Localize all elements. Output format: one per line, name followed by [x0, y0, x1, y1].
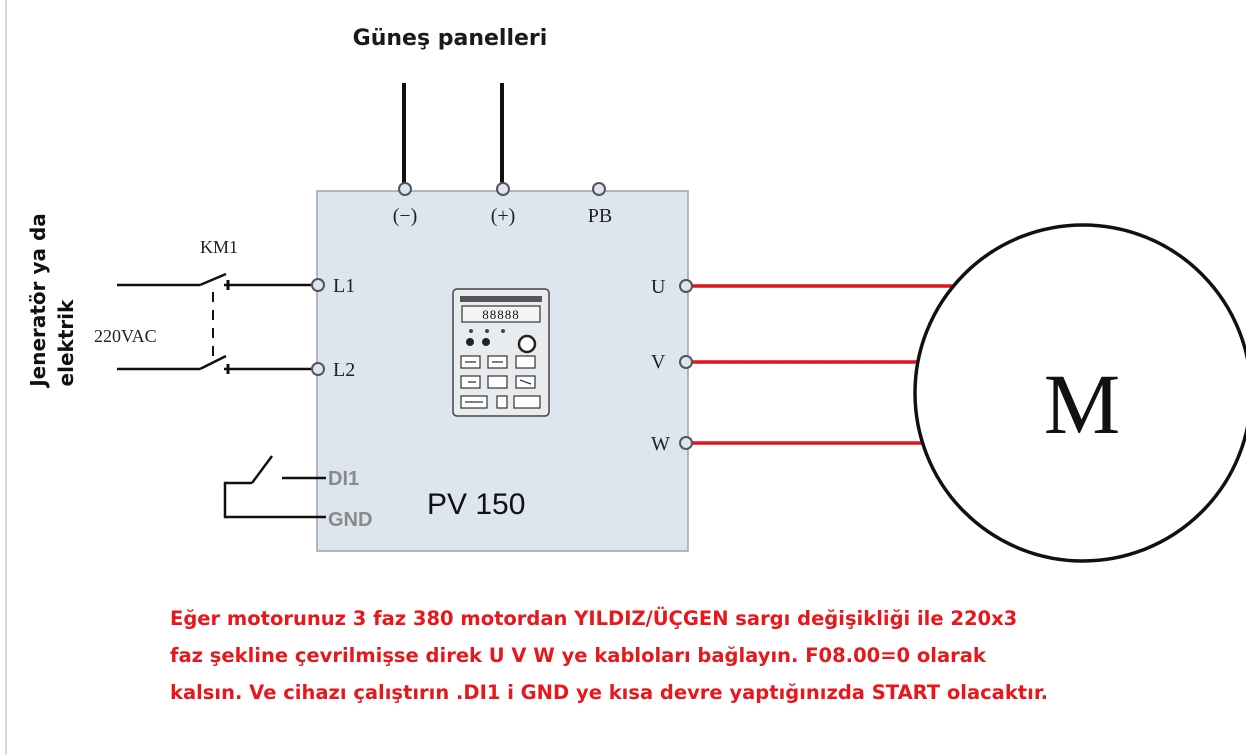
terminal-pb-label: PB: [588, 205, 612, 227]
keypad-display-value: 88888: [482, 307, 520, 322]
gnd-loop-wire: [223, 481, 326, 519]
instruction-line-2: faz şekline çevrilmişse direk U V W ye k…: [170, 644, 986, 667]
motor-label: M: [1044, 356, 1120, 452]
source-label-line1: Jeneratör ya da: [26, 213, 50, 389]
terminal-positive: [496, 182, 510, 196]
keypad-display: [461, 305, 541, 323]
keypad-panel: 88888: [452, 288, 550, 417]
solar-panels-label: Güneş panelleri: [353, 26, 548, 51]
source-label-line2: elektrik: [54, 299, 78, 387]
voltage-label: 220VAC: [94, 326, 157, 346]
keypad-key: [515, 355, 536, 369]
contactor-label: KM1: [200, 237, 238, 257]
contact-blade-l2: [199, 354, 227, 371]
instruction-note: Eğer motorunuz 3 faz 380 motordan YILDIZ…: [170, 600, 1240, 711]
keypad-key: [513, 395, 541, 409]
terminal-v: [679, 355, 693, 369]
keypad-key: [496, 395, 508, 409]
instruction-line-3: kalsın. Ve cihazı çalıştırın .DI1 i GND …: [170, 681, 1049, 704]
contact-blade-l1: [199, 272, 227, 287]
terminal-negative-label: (−): [393, 205, 418, 227]
motor-circle: [913, 223, 1246, 563]
terminal-negative: [398, 182, 412, 196]
terminal-l1-label: L1: [333, 275, 355, 297]
terminal-w: [679, 436, 693, 450]
keypad-led: [482, 338, 490, 346]
terminal-positive-label: (+): [491, 205, 516, 227]
instruction-line-1: Eğer motorunuz 3 faz 380 motordan YILDIZ…: [170, 607, 1018, 630]
terminal-u-label: U: [651, 276, 666, 298]
terminal-l2-label: L2: [333, 359, 355, 381]
terminal-l2: [311, 362, 325, 376]
terminal-u: [679, 279, 693, 293]
terminal-gnd-label: GND: [328, 509, 372, 531]
terminal-pb: [592, 182, 606, 196]
keypad-knob: [517, 334, 537, 354]
terminal-di1-label: DI1: [328, 468, 359, 490]
terminal-v-label: V: [651, 351, 666, 373]
keypad-led: [466, 338, 474, 346]
terminal-w-label: W: [651, 433, 670, 455]
terminal-l1: [311, 278, 325, 292]
keypad-key: [487, 375, 508, 389]
device-name: PV 150: [427, 488, 525, 521]
di1-switch-blade: [250, 455, 274, 484]
